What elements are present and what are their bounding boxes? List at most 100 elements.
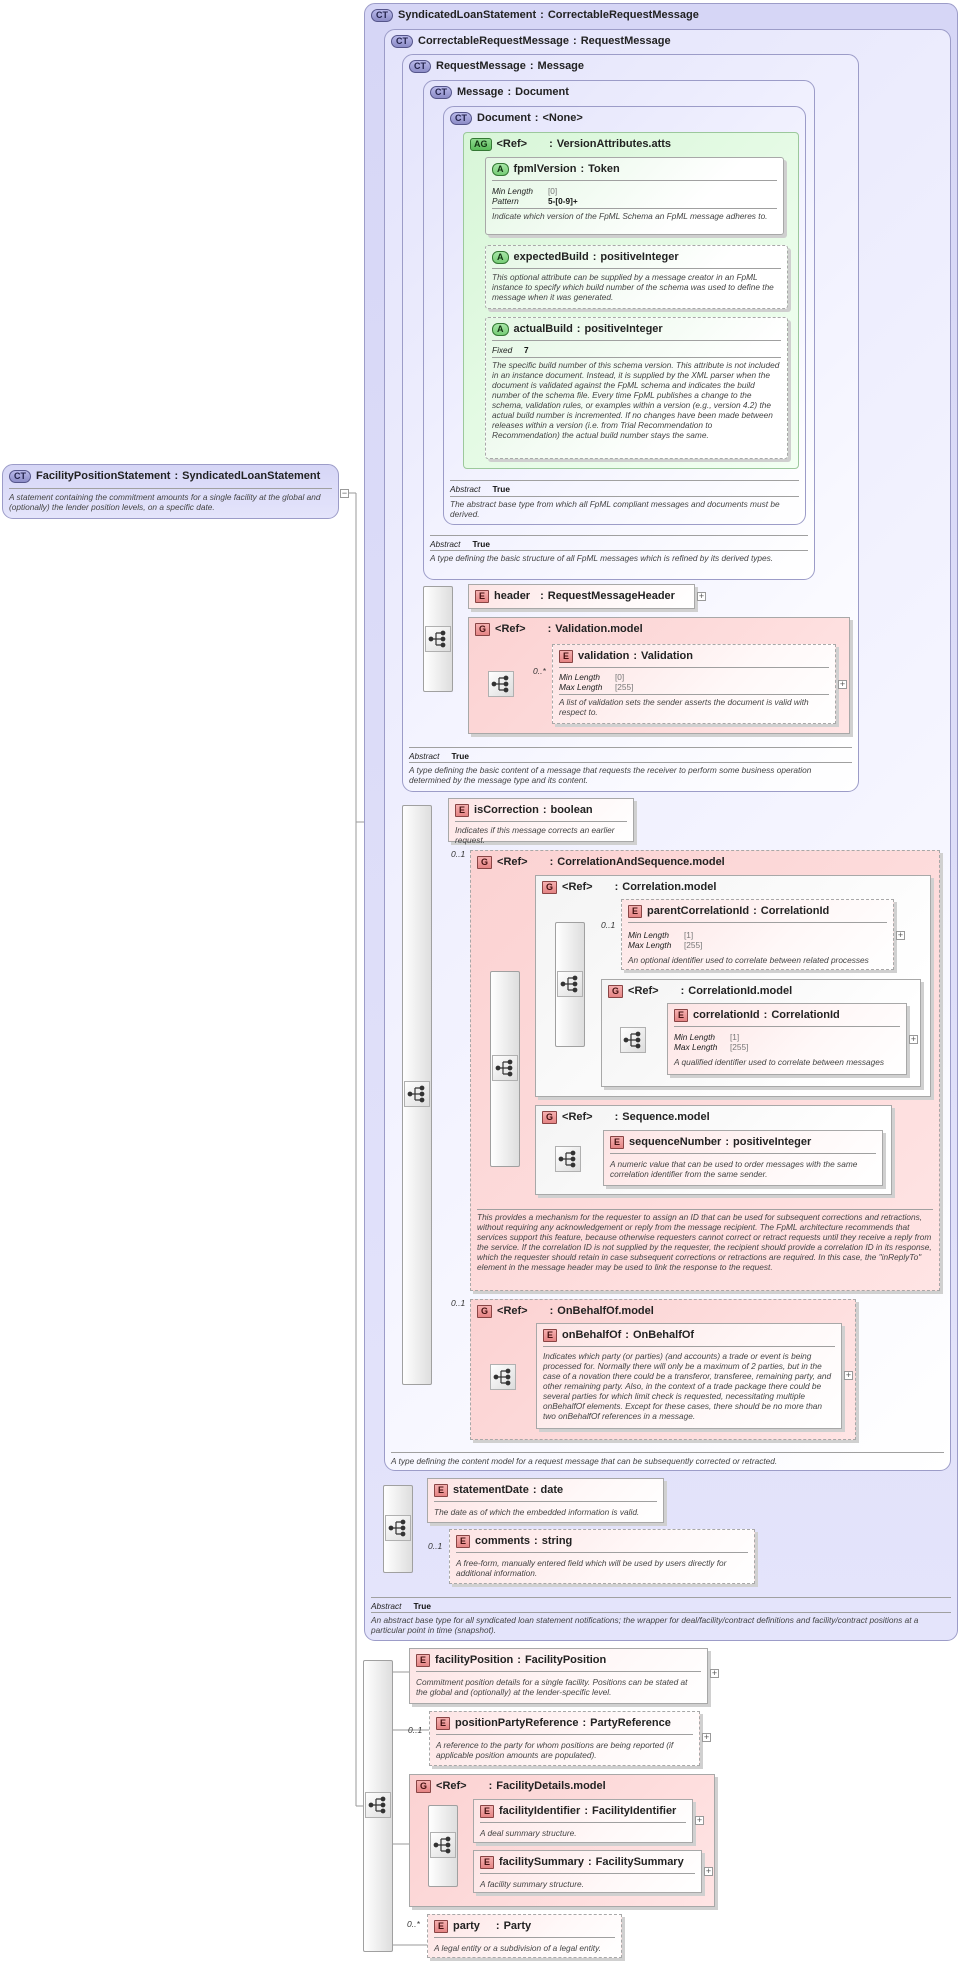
group-icon: G xyxy=(477,855,493,869)
complex-type-icon: CT xyxy=(391,34,413,48)
cardinality: 0..* xyxy=(407,1919,420,1929)
sequence-icon xyxy=(365,1792,391,1818)
sequence-icon xyxy=(430,1832,456,1858)
ct5-doc: The abstract base type from which all Fp… xyxy=(450,499,780,519)
sequence-icon xyxy=(425,626,451,652)
ct1-doc: An abstract base type for all syndicated… xyxy=(371,1615,919,1635)
group-icon: G xyxy=(416,1779,432,1793)
expand-icon[interactable]: + xyxy=(838,679,847,689)
sequence-glyph xyxy=(428,630,446,648)
divider xyxy=(492,357,781,358)
divider xyxy=(610,1153,876,1154)
divider xyxy=(371,1597,951,1598)
expand-icon[interactable]: + xyxy=(909,1034,918,1044)
sequence-glyph xyxy=(407,1085,425,1103)
sequence-glyph xyxy=(388,1519,406,1537)
attribute-icon: A xyxy=(492,162,509,176)
element-icon: E xyxy=(610,1135,625,1149)
expand-icon[interactable]: + xyxy=(702,1732,711,1742)
expand-icon[interactable]: + xyxy=(704,1866,713,1876)
sequence-icon xyxy=(492,1055,518,1081)
group-icon: G xyxy=(475,622,491,636)
complex-type-icon: CT xyxy=(450,111,472,125)
divider xyxy=(492,208,777,209)
divider xyxy=(455,821,627,822)
element-icon: E xyxy=(480,1804,495,1818)
root-doc: A statement containing the commitment am… xyxy=(9,492,321,512)
cardinality: 0..1 xyxy=(428,1541,443,1551)
complex-type-icon: CT xyxy=(409,59,431,73)
element-icon: E xyxy=(456,1534,471,1548)
element-icon: E xyxy=(436,1716,451,1730)
collapse-icon[interactable]: − xyxy=(340,488,349,498)
divider xyxy=(477,1209,933,1210)
group-icon: G xyxy=(477,1304,493,1318)
cardinality: 0..1 xyxy=(408,1725,423,1735)
group-icon: G xyxy=(608,984,624,998)
divider xyxy=(371,1612,951,1613)
sequence-icon xyxy=(555,1146,581,1172)
sequence-glyph xyxy=(495,1059,513,1077)
divider xyxy=(434,1937,615,1938)
element-icon: E xyxy=(480,1855,495,1869)
expand-icon[interactable]: + xyxy=(896,930,905,940)
divider xyxy=(628,922,887,923)
attribute-icon: A xyxy=(492,250,509,264)
attribute-icon: A xyxy=(492,322,509,336)
sequence-icon xyxy=(557,971,583,997)
divider xyxy=(391,1452,944,1453)
sequence-icon xyxy=(620,1027,646,1053)
element-icon: E xyxy=(455,803,470,817)
complex-type-icon: CT xyxy=(9,469,31,483)
sequence-glyph xyxy=(368,1796,386,1814)
expand-icon[interactable]: + xyxy=(710,1668,719,1678)
sequence-icon xyxy=(488,671,514,697)
expand-icon[interactable]: + xyxy=(844,1370,853,1380)
cardinality: 0..* xyxy=(533,666,546,676)
attribute-group-icon: AG xyxy=(470,137,492,151)
element-icon: E xyxy=(628,904,643,918)
group-icon: G xyxy=(542,880,558,894)
element-icon: E xyxy=(475,589,490,603)
divider xyxy=(492,180,777,181)
complex-type-icon: CT xyxy=(371,8,393,22)
divider xyxy=(409,762,852,763)
sequence-icon xyxy=(385,1515,411,1541)
facet-min-length: Min Length[0] xyxy=(492,186,558,196)
expand-icon[interactable]: + xyxy=(697,591,706,601)
ag-header: AG<Ref>:VersionAttributes.atts xyxy=(470,137,671,151)
divider xyxy=(492,268,781,269)
expand-icon[interactable]: + xyxy=(695,1815,704,1825)
cardinality: 0..1 xyxy=(601,920,616,930)
group-icon: G xyxy=(542,1110,558,1124)
divider xyxy=(409,747,852,748)
root-type: SyndicatedLoanStatement xyxy=(182,470,321,482)
divider xyxy=(480,1822,686,1823)
